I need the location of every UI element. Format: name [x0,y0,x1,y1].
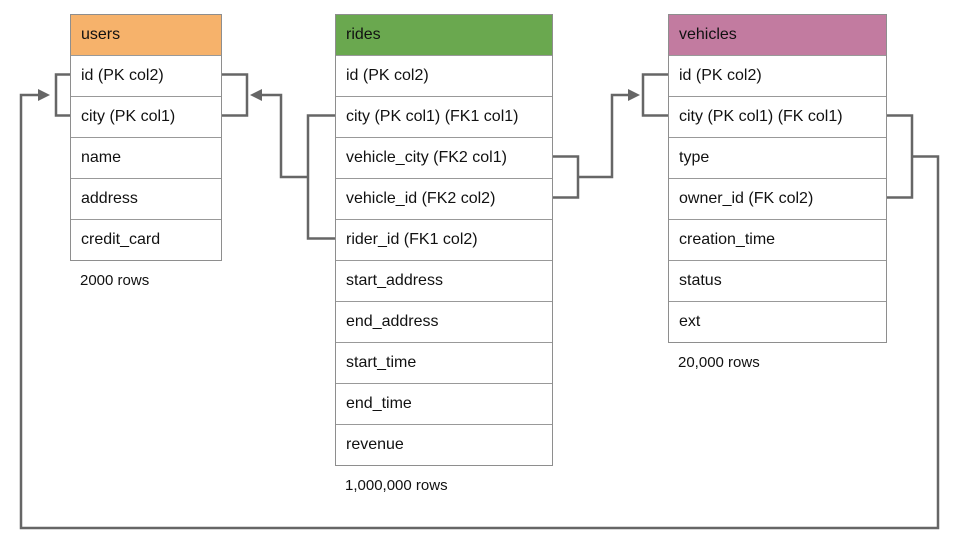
table-vehicles-field-creation-time: creation_time [669,219,886,260]
table-rides-field-vehicle-id: vehicle_id (FK2 col2) [336,178,552,219]
rides-left-bracket [306,114,335,240]
table-rides-field-city: city (PK col1) (FK1 col1) [336,96,552,137]
table-vehicles-header: vehicles [669,15,886,55]
rides-right-bracket [553,155,580,199]
table-users-field-address: address [71,178,221,219]
table-users-field-city: city (PK col1) [71,96,221,137]
table-users-header: users [71,15,221,55]
table-rides-grid: rides id (PK col2) city (PK col1) (FK1 c… [335,14,553,466]
table-rides-field-end-address: end_address [336,301,552,342]
table-rides-field-start-time: start_time [336,342,552,383]
connector-rides-to-vehicles [553,73,668,199]
table-rides-rowcount: 1,000,000 rows [345,477,448,494]
vehicles-left-bracket [641,73,668,117]
table-rides-field-start-address: start_address [336,260,552,301]
table-rides-field-vehicle-city: vehicle_city (FK2 col1) [336,137,552,178]
users-right-bracket [222,73,249,117]
table-vehicles-field-owner-id: owner_id (FK col2) [669,178,886,219]
table-vehicles-field-city: city (PK col1) (FK col1) [669,96,886,137]
connector-vehicles-to-users [19,73,940,530]
vehicles-users-link [19,93,940,530]
table-vehicles-field-id: id (PK col2) [669,55,886,96]
table-users-field-name: name [71,137,221,178]
table-rides: rides id (PK col2) city (PK col1) (FK1 c… [335,14,553,494]
table-vehicles-rowcount: 20,000 rows [678,354,760,371]
table-users: users id (PK col2) city (PK col1) name a… [70,14,222,289]
table-rides-field-end-time: end_time [336,383,552,424]
rides-users-link [262,93,308,179]
table-vehicles: vehicles id (PK col2) city (PK col1) (FK… [668,14,887,371]
table-users-rowcount: 2000 rows [80,272,150,289]
table-rides-field-id: id (PK col2) [336,55,552,96]
arrowhead-into-vehicles-left [628,89,640,101]
table-rides-field-rider-id: rider_id (FK1 col2) [336,219,552,260]
arrowhead-into-users-right [250,89,262,101]
rides-vehicles-link [578,93,628,179]
table-rides-header: rides [336,15,552,55]
vehicles-right-bracket [887,114,914,199]
users-left-bracket [54,73,70,117]
table-vehicles-grid: vehicles id (PK col2) city (PK col1) (FK… [668,14,887,343]
table-users-field-id: id (PK col2) [71,55,221,96]
table-users-grid: users id (PK col2) city (PK col1) name a… [70,14,222,261]
table-users-field-credit-card: credit_card [71,219,221,260]
table-vehicles-field-ext: ext [669,301,886,342]
table-vehicles-field-type: type [669,137,886,178]
table-rides-field-revenue: revenue [336,424,552,465]
arrowhead-into-users-left [38,89,50,101]
connector-rides-to-users [222,73,335,240]
table-vehicles-field-status: status [669,260,886,301]
